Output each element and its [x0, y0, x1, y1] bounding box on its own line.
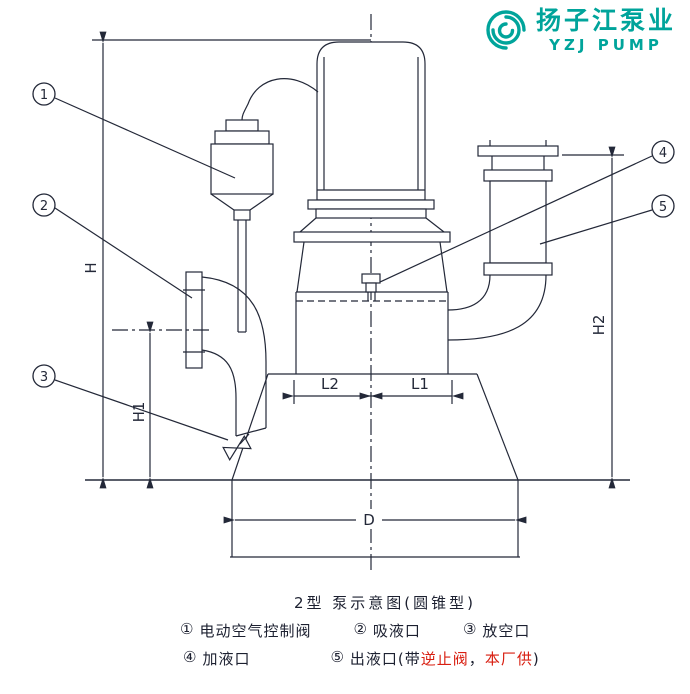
legend-num-1: ①	[180, 620, 195, 638]
callout-numbers: 1 2 3 4 5	[40, 88, 667, 385]
legend-label-1: 电动空气控制阀	[199, 622, 312, 640]
dim-label-l1: L1	[411, 375, 429, 393]
legend-label-5: 出液口(带逆止阀，本厂供)	[350, 648, 540, 669]
callout-circle-1	[32, 82, 56, 106]
suction-branch	[183, 271, 267, 462]
outlet-branch	[447, 140, 559, 341]
callout-number-5: 5	[659, 200, 667, 215]
air-control-valve	[210, 119, 274, 333]
legend-num-2: ②	[353, 620, 368, 638]
dimension-l2-l1	[282, 380, 464, 404]
brand-name-en: YZJ PUMP	[549, 36, 663, 55]
dim-label-d: D	[363, 511, 375, 529]
legend-row-1: ① 电动空气控制阀 ② 吸液口 ③ 放空口	[180, 620, 530, 641]
pump-technical-drawing: H H1 H2 L2 L1 D 1 2 3 4 5	[32, 14, 675, 572]
dim-label-h2: H2	[590, 315, 608, 336]
callout-number-4: 4	[659, 146, 667, 161]
legend-label-3: 放空口	[482, 622, 531, 640]
legend-row-2: ④ 加液口 ⑤ 出液口(带逆止阀，本厂供)	[183, 648, 540, 669]
motor	[299, 41, 445, 233]
figure-title: 2型 泵示意图(圆锥型)	[293, 594, 477, 612]
fill-port	[361, 273, 381, 301]
legend-label-5-suffix: )	[532, 650, 540, 668]
dim-label-h1: H1	[130, 402, 148, 423]
legend-label-5-red-factory-supplied: 本厂供	[484, 650, 533, 668]
brand-logo: 扬子江泵业 YZJ PUMP	[484, 6, 676, 55]
legend-num-5: ⑤	[330, 648, 345, 666]
brand-name-cn: 扬子江泵业	[535, 6, 676, 35]
swirl-logo-icon	[486, 10, 526, 50]
dimension-labels: H H1 H2 L2 L1 D	[82, 262, 608, 529]
callout-number-2: 2	[40, 199, 48, 214]
control-cable	[241, 78, 319, 121]
callout-circle-2	[32, 193, 56, 217]
callout-circle-4	[651, 140, 675, 164]
callout-leaders	[54, 97, 653, 441]
vent-valve	[222, 434, 252, 462]
legend-label-5-separator: ，	[468, 650, 485, 668]
legend-label-2: 吸液口	[372, 622, 421, 640]
pump-casing	[231, 231, 519, 481]
legend-item-4: ④ 加液口	[183, 648, 250, 669]
dimension-h2	[562, 146, 624, 489]
dimension-h1	[112, 321, 210, 489]
dim-label-l2: L2	[321, 375, 339, 393]
dimension-h	[92, 31, 371, 489]
legend-label-5-prefix: 出液口(带	[349, 650, 421, 668]
legend-item-2: ② 吸液口	[353, 620, 420, 641]
brand-text: 扬子江泵业 YZJ PUMP	[535, 6, 676, 55]
callout-circles	[32, 82, 675, 388]
dim-label-h: H	[82, 262, 100, 273]
callout-circle-3	[32, 364, 56, 388]
legend-num-4: ④	[183, 648, 198, 666]
callout-number-3: 3	[40, 370, 48, 385]
legend-item-5: ⑤ 出液口(带逆止阀，本厂供)	[330, 648, 539, 669]
callout-circle-5	[651, 194, 675, 218]
legend-num-3: ③	[462, 620, 478, 638]
legend-item-1: ① 电动空气控制阀	[180, 620, 311, 641]
legend-label-4: 加液口	[202, 650, 251, 668]
legend-label-5-red-check-valve: 逆止阀	[420, 650, 469, 668]
callout-number-1: 1	[40, 88, 48, 103]
legend-item-3: ③ 放空口	[463, 620, 530, 641]
d-label-mask	[356, 509, 382, 529]
